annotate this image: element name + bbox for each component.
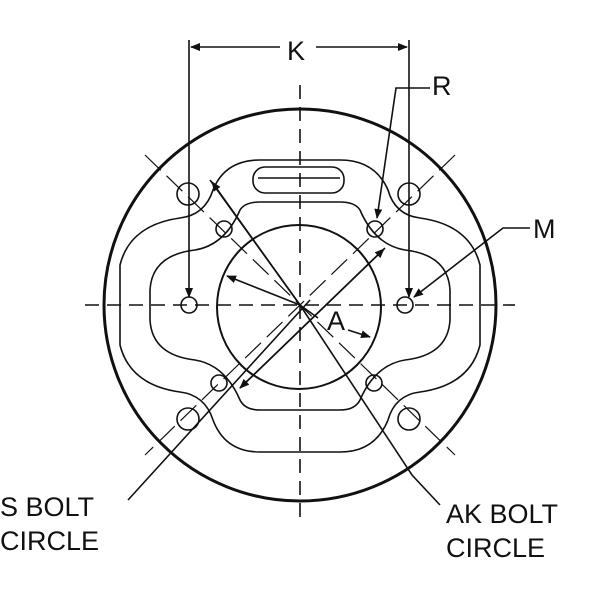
- s-bolt-hole: [397, 407, 421, 431]
- label-ak-bolt-line1: AK BOLT: [446, 499, 558, 529]
- ak-bolt-hole: [210, 374, 228, 392]
- ak-bolt-hole: [215, 220, 233, 238]
- label-s-bolt-line1: S BOLT: [0, 492, 94, 522]
- label-s-bolt-line2: CIRCLE: [0, 526, 99, 556]
- flange-outline: [119, 159, 481, 453]
- s-bolt-hole: [176, 407, 200, 431]
- slot: [252, 166, 345, 194]
- label-m: M: [533, 214, 556, 244]
- ak-bolt-hole: [366, 220, 384, 238]
- flange-inner-outline: [149, 201, 451, 411]
- s-bolt-hole: [176, 182, 200, 206]
- label-a: A: [327, 306, 345, 336]
- ak-bolt-hole: [365, 374, 383, 392]
- pilot-circle: [216, 224, 382, 390]
- label-r: R: [432, 71, 452, 101]
- label-k: K: [287, 36, 305, 66]
- label-ak-bolt-line2: CIRCLE: [446, 533, 545, 563]
